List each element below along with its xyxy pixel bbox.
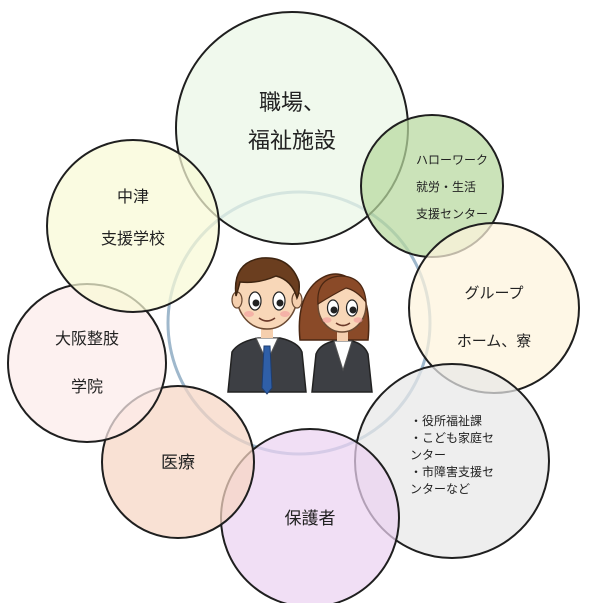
label-grouphome-line: ホーム、寮: [457, 332, 532, 350]
circle-nakatsu: [46, 139, 220, 313]
label-nakatsu-line: 支援学校: [101, 229, 165, 248]
label-osaka-line: 学院: [71, 377, 103, 396]
circles-layer: [7, 11, 580, 603]
label-workplace-line: 福祉施設: [248, 129, 336, 154]
label-grouphome-line: グループ: [464, 284, 523, 302]
labels-layer: 職場、福祉施設ハローワーク就労・生活支援センターグループホーム、寮・役所福祉課・…: [55, 91, 531, 529]
label-osaka: 大阪整肢学院: [55, 329, 119, 396]
label-welfare-line: ・市障害支援セ: [410, 464, 494, 479]
label-hellowork-line: ハローワーク: [416, 153, 488, 167]
label-welfare-line: ンターなど: [410, 482, 470, 496]
label-guardian-line: 保護者: [285, 509, 336, 529]
label-guardian: 保護者: [285, 509, 336, 529]
student-boy-icon: [227, 257, 307, 395]
label-grouphome: グループホーム、寮: [457, 284, 532, 350]
label-welfare-line: ・こども家庭セ: [410, 430, 494, 445]
circle-medical: [101, 385, 255, 539]
label-nakatsu: 中津支援学校: [101, 187, 165, 248]
student-girl-icon: [298, 273, 373, 393]
label-workplace-line: 職場、: [259, 91, 325, 116]
label-welfare-line: ンター: [410, 448, 446, 462]
label-medical-line: 医療: [161, 453, 195, 473]
students-illustration: [227, 257, 373, 395]
label-hellowork-line: 支援センター: [416, 207, 488, 221]
label-workplace: 職場、福祉施設: [248, 91, 336, 154]
label-hellowork-line: 就労・生活: [416, 180, 476, 194]
label-hellowork: ハローワーク就労・生活支援センター: [416, 153, 488, 221]
label-medical: 医療: [161, 453, 195, 473]
label-welfare: ・役所福祉課・こども家庭センター・市障害支援センターなど: [410, 413, 494, 496]
label-welfare-line: ・役所福祉課: [410, 413, 482, 428]
label-nakatsu-line: 中津: [117, 187, 149, 206]
label-osaka-line: 大阪整肢: [55, 329, 119, 348]
